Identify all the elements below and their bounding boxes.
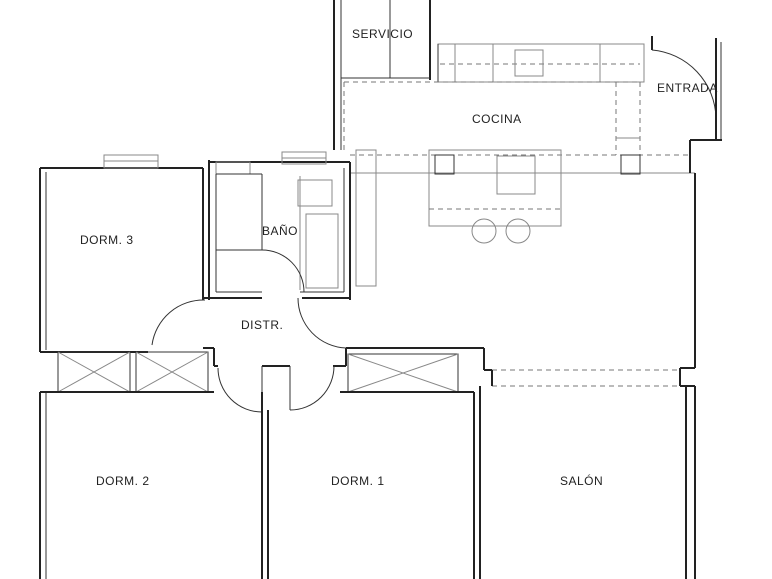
kitchen-counter-top [437,43,645,83]
label-cocina: COCINA [472,112,522,126]
right-wall [492,173,696,579]
wardrobes [57,351,459,393]
bano-room [203,149,377,300]
dorm3-room [39,154,206,353]
kitchen-outline [343,81,695,174]
label-entrada: ENTRADA [657,81,718,95]
label-servicio: SERVICIO [352,27,413,41]
entrance-door [651,36,722,173]
servicio-area [333,0,431,150]
kitchen-island [428,149,641,244]
label-dorm3: DORM. 3 [80,233,134,247]
bottom-rooms [39,386,687,579]
label-distr: DISTR. [241,318,283,332]
label-salon: SALÓN [560,473,603,488]
label-dorm2: DORM. 2 [96,474,150,488]
label-dorm1: DORM. 1 [331,474,385,488]
label-bano: BAÑO [262,224,298,238]
